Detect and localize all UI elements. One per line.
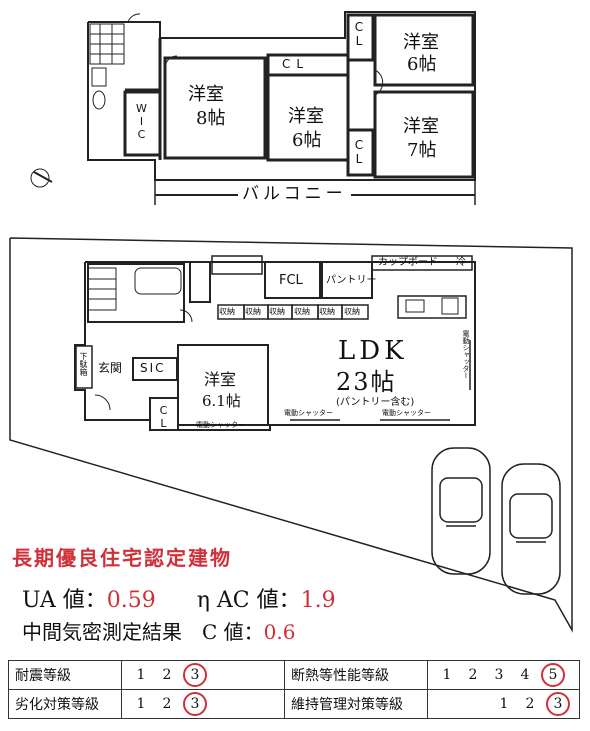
shutter-ldk-south1-label: 電動シャッター <box>284 409 333 417</box>
ua-row: UA 値：0.59 η AC 値：1.9 <box>22 590 336 612</box>
closet-cl3-room <box>346 128 375 177</box>
grade-label-maintenance: 維持管理対策等級 <box>284 689 428 719</box>
headline: 長期優良住宅認定建物 <box>12 546 232 570</box>
shutter-ldk-east-label: 電動シャッター <box>462 330 470 379</box>
storage-1-label: 収納 <box>219 307 235 316</box>
grade-level-selected: 5 <box>541 663 565 687</box>
fridge-label: 冷 <box>456 257 466 268</box>
ldk-name: LDK <box>338 336 408 366</box>
bedroom-6a-size: 6帖 <box>292 130 322 151</box>
shoe-box-label: 下駄箱 <box>79 352 88 376</box>
grade-level: 4 <box>520 667 530 683</box>
ua-value: 0.59 <box>106 588 156 613</box>
bedroom-6b-room <box>373 13 475 87</box>
bedroom-8-size: 8帖 <box>196 108 226 129</box>
bedroom-7-name: 洋室 <box>403 116 439 137</box>
ua-label: UA 値： <box>22 588 107 613</box>
grade-level-selected: 3 <box>183 692 207 716</box>
balcony-label: バルコニー <box>238 186 351 203</box>
grade-level: 2 <box>162 667 172 683</box>
storage-2-label: 収納 <box>245 307 261 316</box>
grade-level-selected: 3 <box>546 692 570 716</box>
grade-level: 2 <box>525 696 535 712</box>
entrance-label: 玄関 <box>98 361 123 375</box>
grade-label-deterioration: 劣化対策等級 <box>8 689 122 719</box>
eta-label: η AC 値： <box>196 588 301 613</box>
grade-label-earthquake: 耐震等級 <box>8 660 122 690</box>
grade-level-selected: 3 <box>183 663 207 687</box>
bedroom-6b-size: 6帖 <box>407 54 437 75</box>
car-left-icon <box>431 447 491 575</box>
closet-upper-room <box>266 53 350 77</box>
closet-cl2-label: CL <box>282 57 310 71</box>
cupboard-label: カップボード <box>378 257 438 268</box>
fcl-label: FCL <box>279 273 303 288</box>
storage-5-label: 収納 <box>319 307 335 316</box>
ldk-note: (パントリー含む) <box>336 397 415 408</box>
storage-4-label: 収納 <box>294 307 310 316</box>
grade-level: 2 <box>162 696 172 712</box>
bedroom-6b-name: 洋室 <box>403 32 439 53</box>
car-right-icon <box>501 463 561 595</box>
bedroom-7-size: 7帖 <box>407 140 437 161</box>
cl-lower-label: CL <box>157 404 170 430</box>
site-outline <box>9 237 573 633</box>
bedroom-7-room <box>373 90 475 179</box>
c-row: 中間気密測定結果 C 値：0.6 <box>22 622 295 642</box>
bedroom-61-room <box>177 344 269 426</box>
closet-cl3-label: CL <box>352 138 366 166</box>
c-value: 0.6 <box>263 620 296 644</box>
grade-level: 1 <box>136 696 146 712</box>
grade-label-insulation: 断熱等性能等級 <box>284 660 428 690</box>
upper-floor-outline <box>87 11 476 181</box>
pantry-room <box>321 261 373 299</box>
grade-level: 1 <box>499 696 509 712</box>
grade-level: 3 <box>494 667 504 683</box>
sic-label: SIC <box>140 361 166 375</box>
bedroom-61-size: 6.1帖 <box>202 392 241 410</box>
floor-plan <box>9 11 573 633</box>
grade-level: 2 <box>468 667 478 683</box>
c-label: 中間気密測定結果 C 値： <box>22 620 264 644</box>
cupboard-unit <box>371 255 473 271</box>
ldk-size: 23帖 <box>336 368 397 396</box>
storage-3-label: 収納 <box>269 307 285 316</box>
bedroom-8-room <box>163 56 267 160</box>
storage-6-label: 収納 <box>344 307 360 316</box>
shutter-bedroom-label: 電動シャッター <box>196 421 245 429</box>
eta-value: 1.9 <box>300 588 336 613</box>
pantry-label: パントリー <box>326 275 377 286</box>
wic-label: WIC <box>135 102 148 141</box>
closet-cl1-room <box>346 13 375 62</box>
wic-room <box>123 90 162 157</box>
shutter-ldk-south2-label: 電動シャッター <box>382 409 431 417</box>
closet-cl1-label: CL <box>352 20 366 48</box>
grade-level: 1 <box>136 667 146 683</box>
bedroom-8-name: 洋室 <box>188 84 224 105</box>
bedroom-61-name: 洋室 <box>204 370 237 389</box>
fcl-room <box>264 261 321 299</box>
grade-level: 1 <box>442 667 452 683</box>
bedroom-6a-name: 洋室 <box>288 106 324 127</box>
